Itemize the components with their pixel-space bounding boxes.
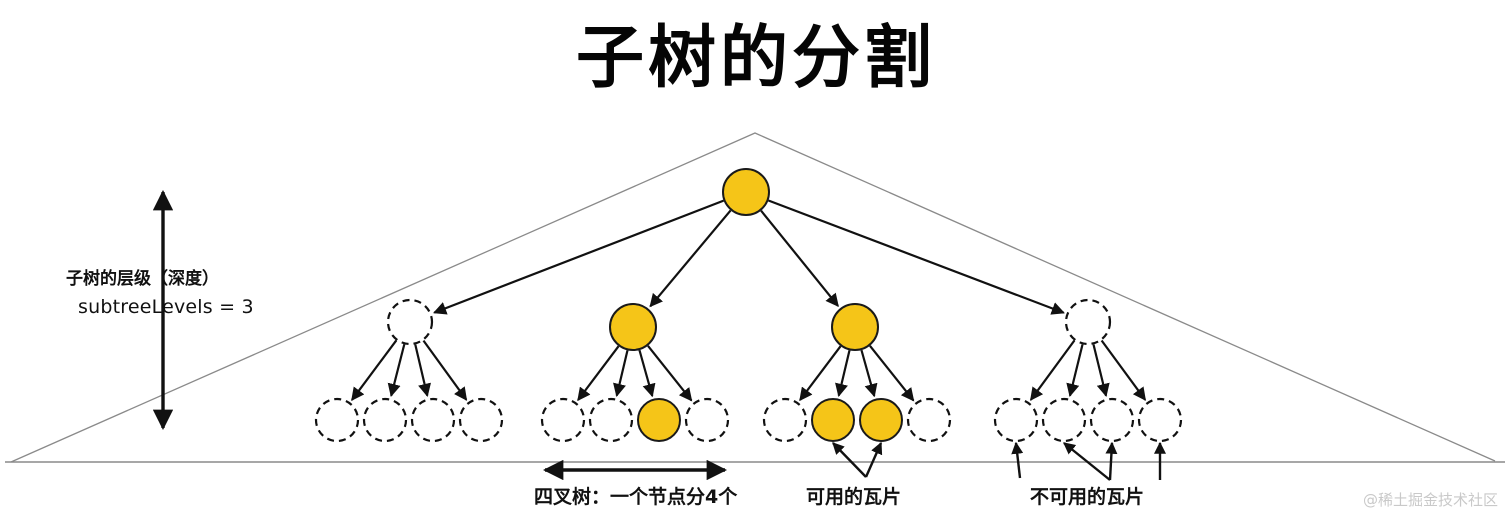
edge-group-4-leaf-1 (1029, 339, 1076, 401)
tile-available-g3-3 (859, 398, 903, 442)
edge-group-2-leaf-3 (638, 349, 656, 398)
label-subtree-depth-title: 子树的层级（深度） (66, 269, 219, 289)
label-quadtree-branching: 四叉树：一个节点分4个 (534, 486, 738, 508)
edge-group-3-leaf-2 (835, 350, 851, 397)
edge-root-to-group-2 (649, 209, 732, 308)
measure-arrows (152, 189, 728, 481)
tile-unavailable-g3-1 (762, 397, 808, 443)
edge-group-3-leaf-1 (799, 345, 842, 402)
edge-root-to-group-1 (433, 199, 725, 315)
tile-unavailable-g2-2 (588, 397, 634, 443)
edge-group-1-leaf-3 (414, 344, 431, 397)
tile-unavailable-g1-1 (314, 397, 360, 443)
subtree-root-node-3 (831, 303, 879, 351)
tile-unavailable-g3-4 (906, 397, 952, 443)
edge-group-4-leaf-4 (1100, 339, 1147, 401)
tree-root-node (722, 168, 770, 216)
subtree-root-node-2 (609, 303, 657, 351)
callout-unavailable-arrow-3 (1105, 441, 1118, 481)
edge-group-3-leaf-3 (860, 349, 878, 398)
subtree-root-node-4 (1064, 298, 1112, 346)
edge-group-1-leaf-2 (387, 344, 406, 398)
tile-unavailable-g4-4 (1137, 397, 1183, 443)
tile-unavailable-g4-2 (1041, 397, 1087, 443)
edge-group-2-leaf-4 (647, 345, 693, 402)
label-subtree-levels-value: subtreeLevels = 3 (78, 296, 254, 318)
subtree-root-node-1 (386, 298, 434, 346)
callout-arrows (832, 441, 1166, 481)
label-unavailable-tiles: 不可用的瓦片 (1030, 486, 1145, 508)
tree-nodes (314, 168, 1183, 443)
tree-edges (351, 199, 1147, 402)
tile-unavailable-g2-1 (540, 397, 586, 443)
watermark: @稀土掘金技术社区 (1362, 491, 1498, 509)
tile-unavailable-g1-4 (458, 397, 504, 443)
tile-unavailable-g1-2 (362, 397, 408, 443)
triangle-sides (10, 132, 1496, 463)
callout-available-arrow-1 (832, 442, 867, 478)
edge-group-4-leaf-3 (1092, 344, 1110, 397)
edge-group-2-leaf-2 (613, 350, 629, 397)
edge-group-1-leaf-4 (422, 339, 468, 401)
edge-group-2-leaf-1 (577, 345, 620, 402)
label-available-tiles: 可用的瓦片 (806, 486, 902, 508)
outline-triangle (5, 132, 1505, 463)
edge-group-3-leaf-4 (869, 345, 915, 402)
tile-unavailable-g1-3 (410, 397, 456, 443)
tile-unavailable-g4-3 (1089, 397, 1135, 443)
tile-unavailable-g4-1 (993, 397, 1039, 443)
callout-unavailable-arrow-2 (1063, 442, 1111, 481)
edge-root-to-group-3 (760, 209, 839, 308)
tile-available-g2-3 (637, 398, 681, 442)
edge-group-4-leaf-2 (1066, 344, 1084, 397)
callout-unavailable-arrow-1 (1011, 441, 1024, 479)
callout-available-arrow-2 (864, 441, 883, 478)
tile-available-g3-2 (811, 398, 855, 442)
page-title: 子树的分割 (575, 19, 936, 98)
edge-root-to-group-4 (768, 199, 1065, 315)
edge-group-1-leaf-1 (351, 339, 398, 402)
tile-unavailable-g2-4 (684, 397, 730, 443)
